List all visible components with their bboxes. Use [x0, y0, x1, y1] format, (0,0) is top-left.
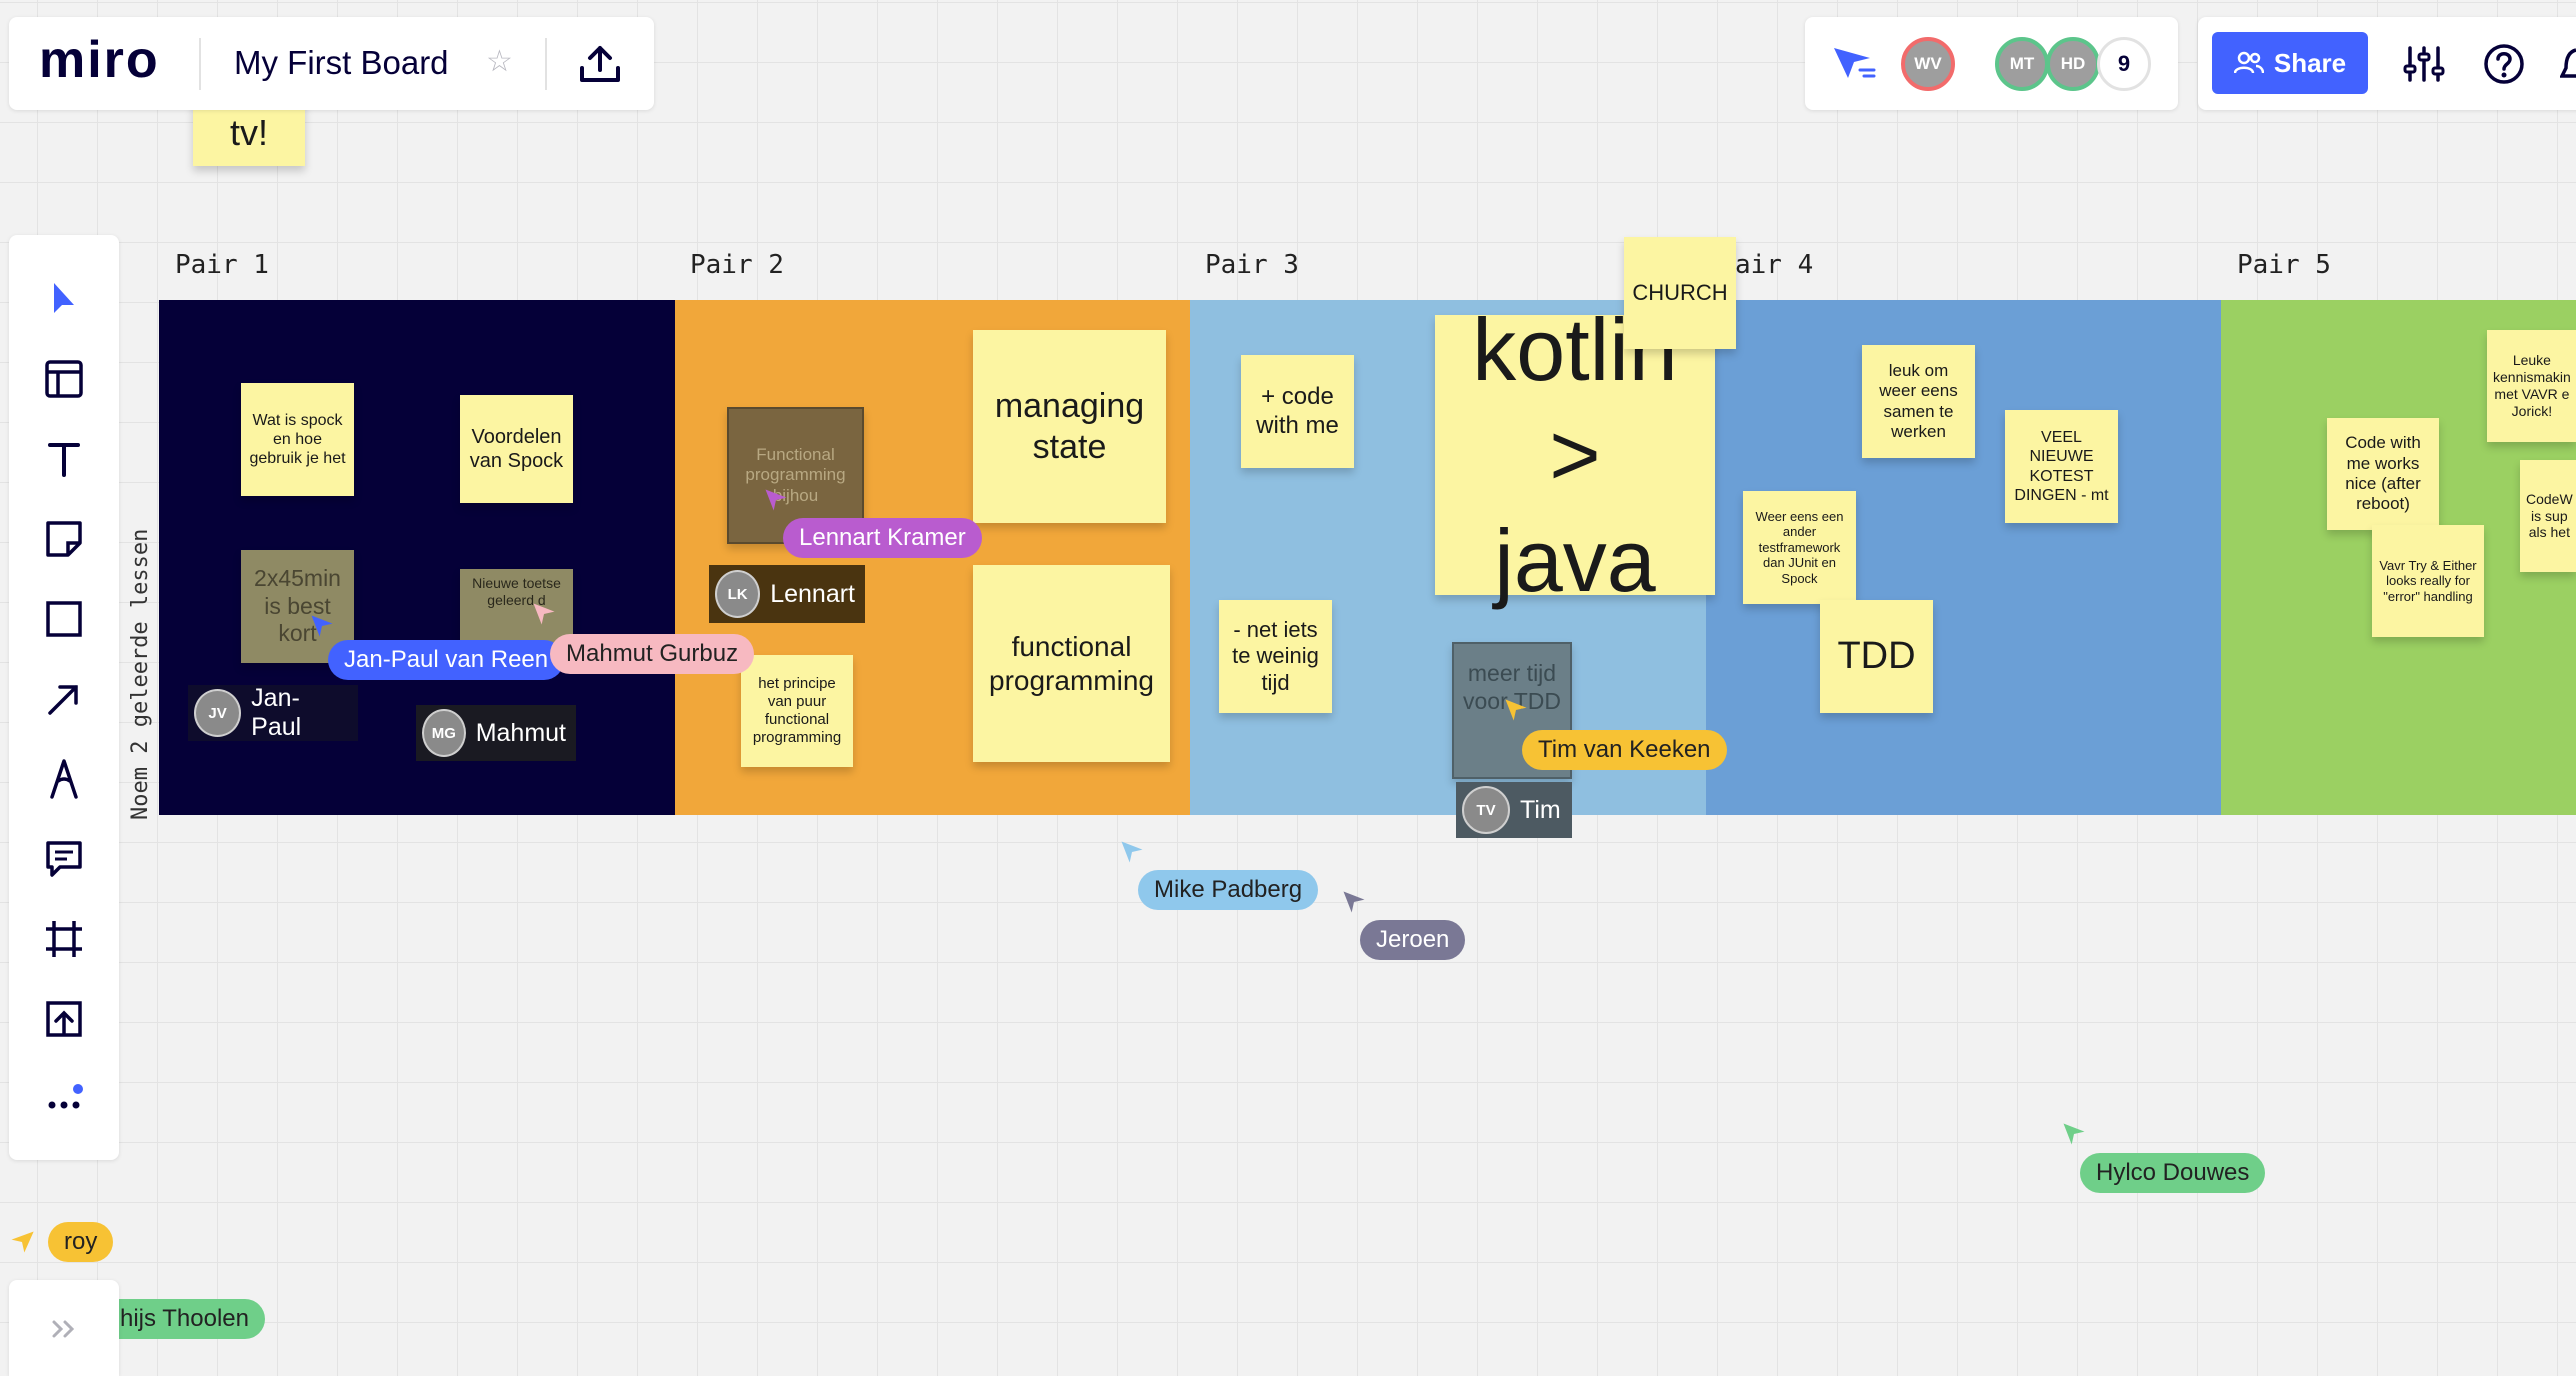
select-icon	[54, 283, 74, 313]
text-icon	[48, 443, 80, 477]
sticky-note[interactable]: managing state	[973, 330, 1166, 523]
cursor-pointer-icon	[11, 1231, 34, 1253]
frame-label-pair-5[interactable]: Pair 5	[2237, 250, 2331, 280]
sticky-note-icon	[46, 521, 82, 557]
name-tag[interactable]: LK Lennart	[709, 565, 865, 623]
cursor-pointer-icon	[311, 615, 333, 637]
more-tools[interactable]	[36, 1071, 92, 1127]
sticky-note[interactable]: TDD	[1820, 600, 1933, 713]
cursor-pointer-icon	[765, 489, 787, 511]
avatar: JV	[194, 689, 242, 737]
frame-label-pair-4[interactable]: air 4	[1735, 250, 1814, 280]
avatar: TV	[1462, 786, 1510, 834]
cursor-label: Mike Padberg	[1138, 870, 1319, 910]
shape-icon	[46, 601, 82, 637]
sliders-icon[interactable]	[2402, 44, 2446, 84]
vertical-board-label: Noem 2 geleerde lessen	[128, 528, 153, 820]
sticky-note[interactable]: - net iets te weinig tijd	[1219, 600, 1332, 713]
board-title[interactable]: My First Board	[234, 44, 449, 81]
sticky-note[interactable]: Wat is spock en hoe gebruik je het	[241, 383, 354, 496]
cursor-pointer-icon	[533, 603, 555, 625]
upload-icon[interactable]	[576, 44, 624, 84]
double-chevron-icon[interactable]	[50, 1318, 78, 1340]
cursor-label: Lennart Kramer	[783, 518, 982, 558]
templates-tool[interactable]	[36, 351, 92, 407]
sticky-note[interactable]: CHURCH	[1624, 237, 1736, 349]
cursor-pointer-icon	[1121, 841, 1143, 863]
notification-bell-icon[interactable]	[2560, 46, 2576, 82]
sticky-note[interactable]: Code with me works nice (after reboot)	[2327, 418, 2439, 530]
pointer-arrow-icon[interactable]	[1830, 44, 1880, 84]
header-divider	[545, 38, 547, 90]
templates-icon	[45, 360, 83, 398]
star-icon[interactable]: ☆	[486, 45, 513, 78]
help-icon[interactable]	[2482, 42, 2526, 86]
shape-tool[interactable]	[36, 591, 92, 647]
more-collaborators-count[interactable]: 9	[2097, 37, 2151, 91]
name-tag[interactable]: JV Jan-Paul	[188, 684, 358, 741]
arrow-tool[interactable]	[36, 671, 92, 727]
cursor-label: Mahmut Gurbuz	[550, 634, 755, 674]
name-tag[interactable]: MG Mahmut	[416, 705, 576, 761]
sticky-note[interactable]: CodeW is sup als het	[2520, 460, 2576, 572]
sticky-note[interactable]: Weer eens een ander testframework dan JU…	[1743, 491, 1856, 604]
frame-icon	[46, 921, 82, 957]
cursor-label: roy	[48, 1222, 114, 1262]
cursor-label: Jeroen	[1360, 920, 1466, 960]
cursor-label: Hylco Douwes	[2080, 1153, 2266, 1193]
sticky-note-tool[interactable]	[36, 511, 92, 567]
frame-label-pair-3[interactable]: Pair 3	[1205, 250, 1299, 280]
name-tag[interactable]: TV Tim	[1456, 782, 1572, 838]
comment-tool[interactable]	[36, 831, 92, 887]
sticky-note[interactable]: kotlin > java	[1435, 300, 1715, 610]
frame-label-pair-2[interactable]: Pair 2	[690, 250, 784, 280]
sticky-note[interactable]: Voordelen van Spock	[460, 395, 573, 503]
bottom-left-panel	[9, 1280, 119, 1376]
avatar[interactable]: WV	[1901, 37, 1955, 91]
miro-logo[interactable]: miro	[39, 31, 160, 89]
avatar[interactable]: HD	[2046, 37, 2100, 91]
cursor-pointer-icon	[2063, 1123, 2085, 1145]
cursor-pointer-icon	[1505, 699, 1527, 721]
upload-tool[interactable]	[36, 991, 92, 1047]
sticky-note[interactable]: Nieuwe toetse geleerd d	[460, 569, 573, 644]
avatar[interactable]: MT	[1995, 37, 2049, 91]
sticky-note[interactable]: functional programming	[973, 565, 1170, 762]
text-tool[interactable]	[36, 431, 92, 487]
share-button[interactable]: Share	[2212, 32, 2368, 94]
frame-label-pair-1[interactable]: Pair 1	[175, 250, 269, 280]
comment-icon	[46, 841, 82, 877]
avatar: MG	[422, 709, 466, 757]
sticky-note[interactable]: Vavr Try & Either looks really for "erro…	[2372, 525, 2484, 637]
sticky-note[interactable]: VEEL NIEUWE KOTEST DINGEN - mt	[2005, 410, 2118, 523]
more-icon	[48, 1084, 83, 1109]
arrow-icon	[48, 685, 78, 715]
cursor-pointer-icon	[1343, 891, 1365, 913]
sticky-note[interactable]: Leuke kennismakin met VAVR e Jorick!	[2487, 330, 2576, 442]
header-divider	[199, 38, 201, 90]
sticky-note[interactable]: het principe van puur functional program…	[741, 655, 853, 767]
users-icon	[2233, 51, 2264, 74]
pen-icon	[50, 759, 78, 799]
pen-tool[interactable]	[36, 751, 92, 807]
sticky-note[interactable]: leuk om weer eens samen te werken	[1862, 345, 1975, 458]
cursor-label: Tim van Keeken	[1522, 730, 1727, 770]
sticky-note[interactable]: 2x45min is best kort	[241, 550, 354, 663]
sticky-note[interactable]: + code with me	[1241, 355, 1354, 468]
upload-icon	[46, 1001, 82, 1037]
cursor-label: Jan-Paul van Reen	[328, 640, 565, 680]
select-tool[interactable]	[36, 271, 92, 327]
frame-tool[interactable]	[36, 911, 92, 967]
avatar: LK	[715, 570, 761, 618]
